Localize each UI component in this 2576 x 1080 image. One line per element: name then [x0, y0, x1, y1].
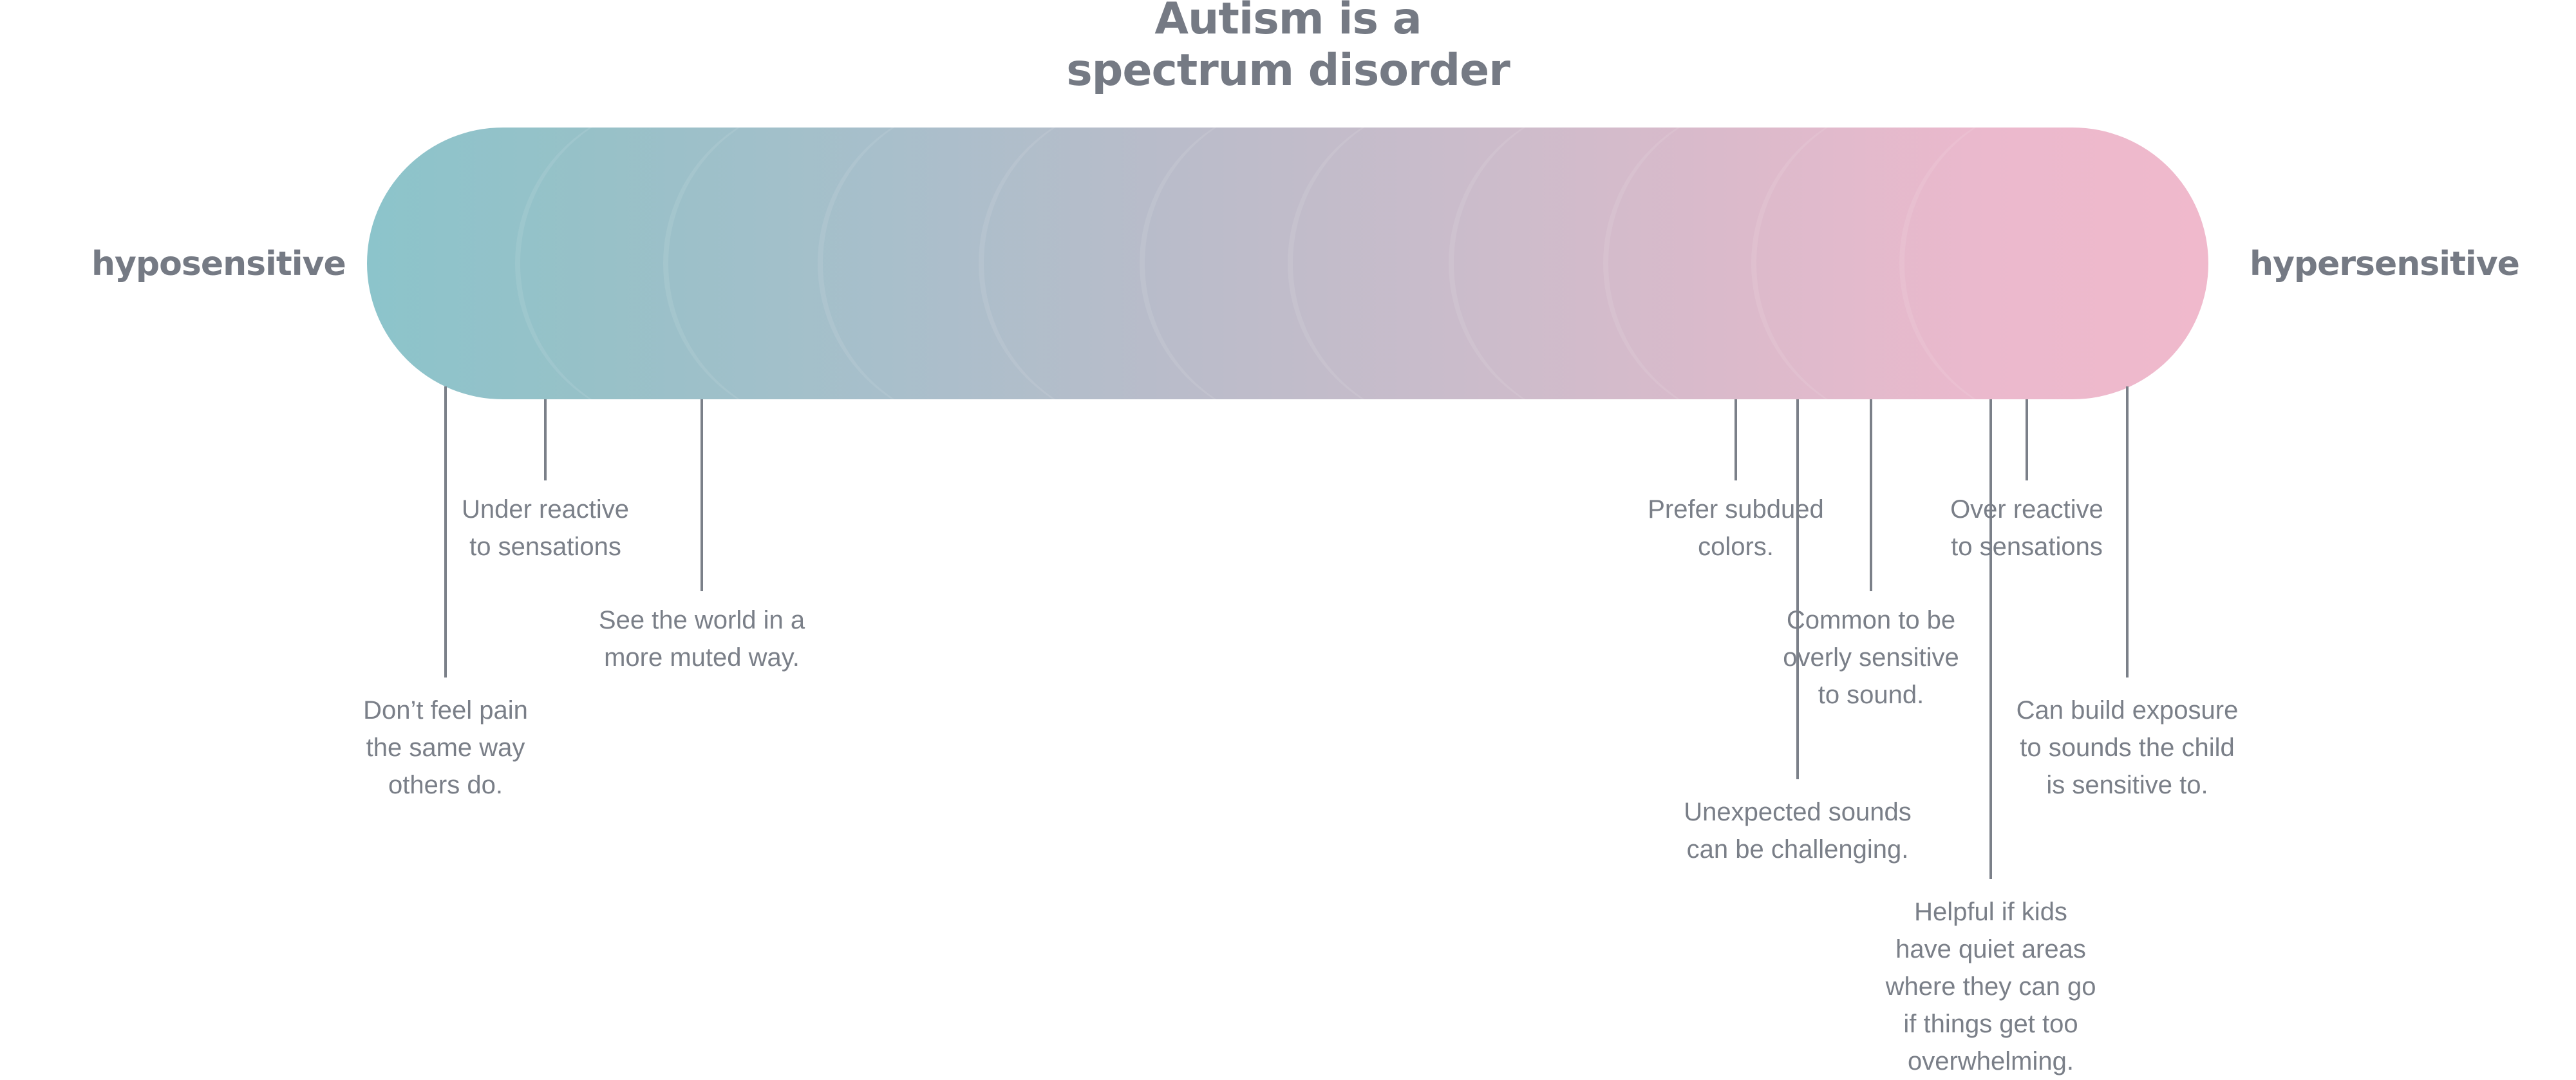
note-line: to sounds the child: [2020, 734, 2235, 762]
connector-under-reactive: [544, 399, 547, 480]
bar-texture-ring: [979, 128, 1365, 399]
hypersensitive-label: hypersensitive: [2250, 245, 2520, 283]
note-muted-world: See the world in a more muted way.: [560, 602, 843, 676]
hyposensitive-label: hyposensitive: [91, 245, 346, 283]
connector-build-exposure: [2126, 386, 2129, 677]
note-line: more muted way.: [604, 643, 800, 672]
bar-texture-ring: [1603, 128, 1989, 399]
connector-quiet-areas: [1989, 399, 1992, 879]
note-under-reactive: Under reactive to sensations: [404, 491, 687, 565]
bar-texture-ring: [1449, 128, 1835, 399]
note-line: if things get too: [1903, 1010, 2078, 1038]
bar-texture-ring: [515, 128, 901, 399]
connector-subdued-colors: [1735, 399, 1737, 480]
note-line: colors.: [1698, 533, 1774, 561]
connector-unexpected-sounds: [1796, 399, 1799, 779]
note-sensitive-sound: Common to be overly sensitive to sound.: [1729, 602, 2013, 714]
note-line: to sensations: [469, 533, 621, 561]
note-subdued-colors: Prefer subdued colors.: [1594, 491, 1877, 565]
note-line: overly sensitive: [1783, 643, 1959, 672]
note-line: Common to be: [1786, 606, 1956, 634]
bar-texture-ring: [1288, 128, 1674, 399]
note-build-exposure: Can build exposure to sounds the child i…: [1986, 692, 2269, 804]
bar-texture-ring: [663, 128, 1049, 399]
connector-sensitive-sound: [1870, 399, 1872, 591]
title-line-2: spectrum disorder: [1066, 45, 1510, 96]
note-line: is sensitive to.: [2046, 771, 2208, 799]
note-unexpected-sounds: Unexpected sounds can be challenging.: [1656, 793, 1939, 868]
note-line: Unexpected sounds: [1684, 798, 1912, 826]
note-line: the same way: [366, 734, 525, 762]
note-over-reactive: Over reactive to sensations: [1885, 491, 2168, 565]
note-line: where they can go: [1885, 972, 2096, 1001]
note-line: Over reactive: [1950, 495, 2103, 524]
note-line: Don’t feel pain: [363, 696, 528, 725]
note-no-pain: Don’t feel pain the same way others do.: [304, 692, 587, 804]
note-line: have quiet areas: [1895, 935, 2086, 963]
bar-texture-ring: [1751, 128, 2138, 399]
note-line: others do.: [388, 771, 503, 799]
note-line: overwhelming.: [1908, 1047, 2074, 1075]
bar-texture-ring: [1140, 128, 1526, 399]
note-line: Under reactive: [461, 495, 630, 524]
note-line: Prefer subdued: [1648, 495, 1824, 524]
connector-over-reactive: [2026, 399, 2028, 480]
note-line: Can build exposure: [2016, 696, 2239, 725]
note-line: Helpful if kids: [1914, 898, 2067, 926]
title-line-1: Autism is a: [1154, 0, 1422, 44]
diagram-title: Autism is a spectrum disorder: [0, 0, 2576, 97]
note-line: to sensations: [1951, 533, 2103, 561]
note-line: to sound.: [1818, 681, 1924, 709]
note-line: See the world in a: [598, 606, 805, 634]
bar-texture-ring: [1899, 128, 2208, 399]
note-quiet-areas: Helpful if kids have quiet areas where t…: [1849, 893, 2132, 1080]
note-line: can be challenging.: [1686, 835, 1909, 864]
bar-texture-ring: [818, 128, 1204, 399]
connector-no-pain: [444, 386, 447, 677]
connector-muted-world: [700, 399, 703, 591]
spectrum-bar: [367, 128, 2208, 399]
